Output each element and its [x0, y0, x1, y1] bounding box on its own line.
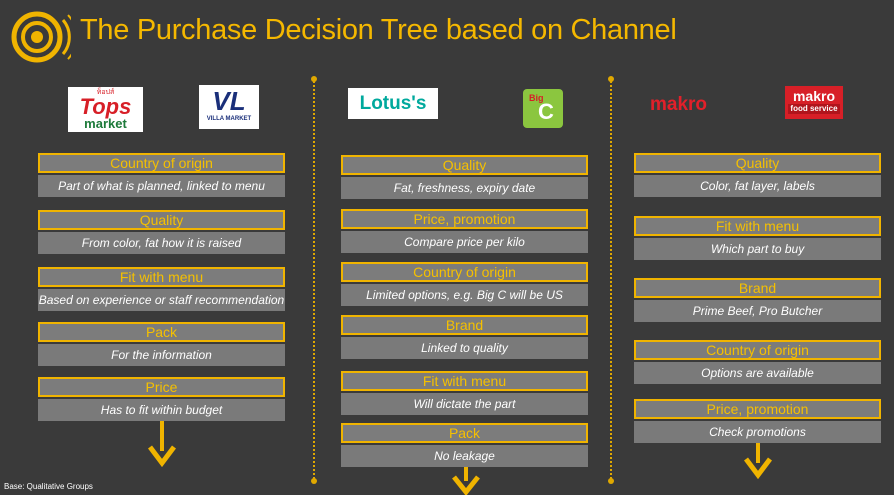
- step-description: From color, fat how it is raised: [38, 232, 285, 254]
- step-label: Price: [38, 377, 285, 397]
- step-description: For the information: [38, 344, 285, 366]
- decision-step: Quality From color, fat how it is raised: [38, 210, 285, 254]
- column-makro: Quality Color, fat layer, labels Fit wit…: [634, 0, 881, 495]
- decision-step: Country of origin Part of what is planne…: [38, 153, 285, 197]
- step-label: Fit with menu: [38, 267, 285, 287]
- decision-step: Fit with menu Which part to buy: [634, 216, 881, 260]
- footnote: Base: Qualitative Groups: [4, 482, 93, 491]
- step-label: Pack: [341, 423, 588, 443]
- lotuss-logo: Lotus's: [348, 88, 438, 119]
- column-separator: [608, 76, 614, 484]
- step-label: Quality: [341, 155, 588, 175]
- step-label: Price, promotion: [634, 399, 881, 419]
- makro-food-service-logo: makro food service: [785, 86, 843, 119]
- step-label: Country of origin: [38, 153, 285, 173]
- column-tops-villa: Country of origin Part of what is planne…: [38, 0, 285, 495]
- step-description: Has to fit within budget: [38, 399, 285, 421]
- decision-step: Brand Prime Beef, Pro Butcher: [634, 278, 881, 322]
- decision-step: Fit with menu Will dictate the part: [341, 371, 588, 415]
- target-logo-icon: [11, 11, 71, 63]
- decision-step: Pack No leakage: [341, 423, 588, 467]
- decision-step: Brand Linked to quality: [341, 315, 588, 359]
- step-description: No leakage: [341, 445, 588, 467]
- step-description: Check promotions: [634, 421, 881, 443]
- step-description: Options are available: [634, 362, 881, 384]
- down-arrow-icon: [452, 467, 480, 495]
- decision-step: Price, promotion Compare price per kilo: [341, 209, 588, 253]
- decision-step: Country of origin Limited options, e.g. …: [341, 262, 588, 306]
- step-label: Country of origin: [341, 262, 588, 282]
- page-title: The Purchase Decision Tree based on Chan…: [80, 14, 677, 46]
- decision-step: Price Has to fit within budget: [38, 377, 285, 421]
- decision-step: Price, promotion Check promotions: [634, 399, 881, 443]
- decision-step: Quality Color, fat layer, labels: [634, 153, 881, 197]
- step-description: Based on experience or staff recommendat…: [38, 289, 285, 311]
- makro-logo: makro: [650, 94, 708, 115]
- step-description: Fat, freshness, expiry date: [341, 177, 588, 199]
- villa-market-logo: VL VILLA MARKET: [199, 85, 259, 129]
- step-description: Linked to quality: [341, 337, 588, 359]
- tops-market-logo: ท็อปส์ Tops market: [68, 87, 143, 132]
- step-description: Which part to buy: [634, 238, 881, 260]
- down-arrow-icon: [148, 421, 176, 468]
- column-lotus-bigc: Quality Fat, freshness, expiry date Pric…: [341, 0, 588, 495]
- step-description: Part of what is planned, linked to menu: [38, 175, 285, 197]
- step-label: Fit with menu: [341, 371, 588, 391]
- step-description: Color, fat layer, labels: [634, 175, 881, 197]
- step-label: Quality: [38, 210, 285, 230]
- step-description: Will dictate the part: [341, 393, 588, 415]
- step-label: Pack: [38, 322, 285, 342]
- column-separator: [311, 76, 317, 484]
- down-arrow-icon: [744, 443, 772, 479]
- step-label: Price, promotion: [341, 209, 588, 229]
- step-description: Compare price per kilo: [341, 231, 588, 253]
- step-description: Prime Beef, Pro Butcher: [634, 300, 881, 322]
- big-c-logo: Big C: [523, 89, 563, 128]
- step-label: Country of origin: [634, 340, 881, 360]
- step-label: Brand: [341, 315, 588, 335]
- decision-step: Country of origin Options are available: [634, 340, 881, 384]
- decision-step: Pack For the information: [38, 322, 285, 366]
- step-label: Quality: [634, 153, 881, 173]
- decision-step: Fit with menu Based on experience or sta…: [38, 267, 285, 311]
- step-label: Brand: [634, 278, 881, 298]
- step-description: Limited options, e.g. Big C will be US: [341, 284, 588, 306]
- decision-step: Quality Fat, freshness, expiry date: [341, 155, 588, 199]
- step-label: Fit with menu: [634, 216, 881, 236]
